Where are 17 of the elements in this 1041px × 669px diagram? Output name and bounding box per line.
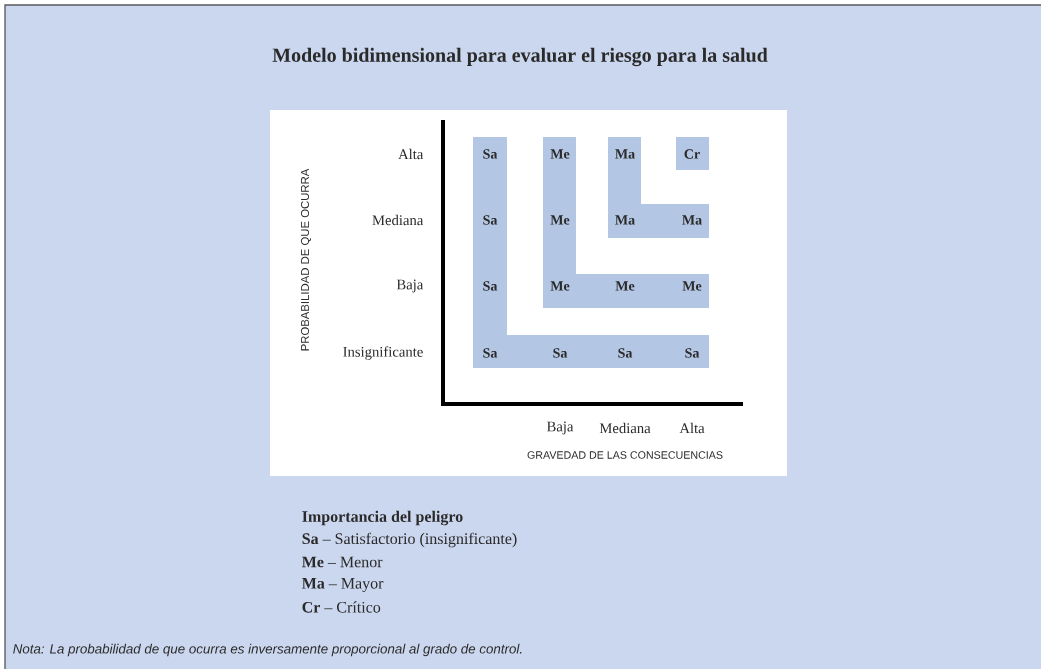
- legend-entry: Cr – Crítico: [302, 601, 381, 613]
- legend-entry: Me – Menor: [302, 556, 383, 568]
- row-label: Mediana: [372, 214, 424, 226]
- axis-label: PROBABILIDAD DE QUE OCURRA: [301, 168, 312, 351]
- risk-band: Cr: [676, 137, 709, 170]
- row-label: Baja: [396, 279, 424, 293]
- axis-label: GRAVEDAD DE LAS CONSECUENCIAS: [527, 451, 723, 459]
- column-label: Alta: [679, 422, 705, 434]
- legend-heading: Importancia del peligro: [302, 510, 463, 526]
- row-label: Insignificante: [343, 346, 423, 360]
- row-label: Alta: [398, 148, 424, 160]
- legend-entry: Ma – Mayor: [302, 578, 384, 592]
- note: Nota: La probabilidad de que ocurra es inversamente proporcional al grado de control.: [13, 643, 522, 657]
- column-label: Mediana: [599, 422, 651, 434]
- column-label: Baja: [547, 421, 574, 435]
- legend-entry: Sa – Satisfactorio (insignificante): [302, 532, 517, 548]
- title: Modelo bidimensional para evaluar el riesgo para la salud: [272, 47, 768, 67]
